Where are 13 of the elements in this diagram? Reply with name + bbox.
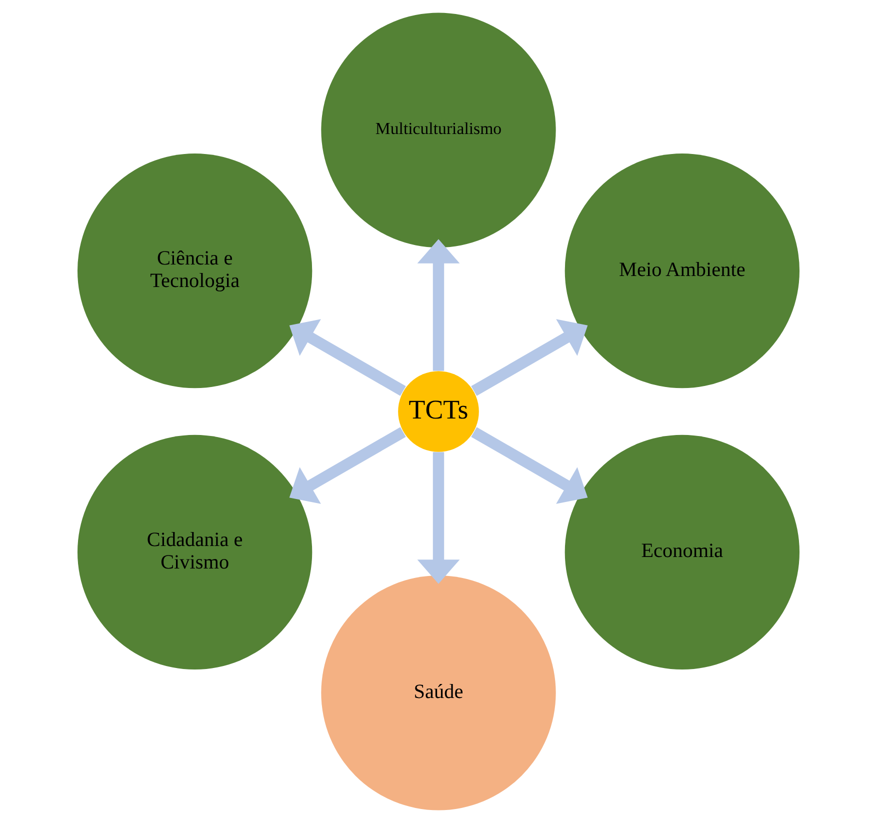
arrow — [471, 427, 588, 504]
node-circle: Ciência e Tecnologia — [78, 153, 312, 388]
node-circle: TCTs — [398, 371, 479, 452]
node-circle: Cidadania e Civismo — [78, 434, 312, 670]
arrow — [417, 239, 460, 371]
node-circle: Multiculturialismo — [321, 12, 556, 248]
node-circle: Saúde — [321, 576, 556, 810]
arrow — [289, 427, 406, 504]
node-circle: Economia — [564, 434, 800, 670]
node-circle: Meio Ambiente — [564, 153, 800, 388]
arrow — [289, 319, 406, 396]
arrow — [471, 319, 588, 396]
arrow — [417, 452, 460, 584]
